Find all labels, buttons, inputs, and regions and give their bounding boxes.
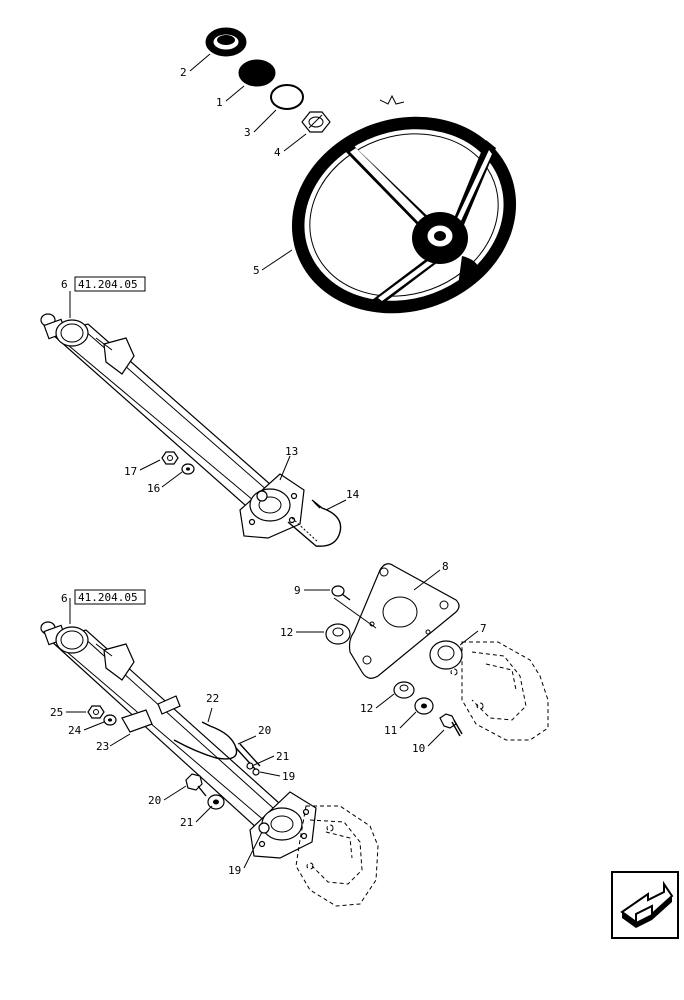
- reference-code-lower[interactable]: 41.204.05: [78, 591, 138, 604]
- callout-2: 2: [180, 66, 187, 79]
- callout-5: 5: [253, 264, 260, 277]
- bolt-10-part: [439, 713, 463, 737]
- spacer-12-lower: [393, 681, 415, 699]
- callout-9: 9: [294, 584, 301, 597]
- o-ring-part: [270, 84, 304, 110]
- callout-7: 7: [480, 622, 487, 635]
- callout-23: 23: [96, 740, 109, 753]
- callout-19-lower: 19: [228, 864, 241, 877]
- callout-25: 25: [50, 706, 63, 719]
- callout-3: 3: [244, 126, 251, 139]
- callout-19-upper: 19: [282, 770, 295, 783]
- callout-4: 4: [274, 146, 281, 159]
- callout-21-upper: 21: [276, 750, 289, 763]
- callout-12-lower: 12: [360, 702, 373, 715]
- nut-17-part: [161, 451, 179, 465]
- spacer-12-upper: [325, 623, 351, 645]
- reference-link-upper[interactable]: 41.204.05: [74, 276, 146, 292]
- washer-21-part: [207, 794, 225, 810]
- steering-column-lower: [40, 621, 317, 859]
- callout-20-upper: 20: [258, 724, 271, 737]
- callout-17: 17: [124, 465, 137, 478]
- callout-16: 16: [147, 482, 160, 495]
- steering-column-upper: [40, 313, 342, 547]
- callout-20-lower: 20: [148, 794, 161, 807]
- arrow-next-page-icon[interactable]: [611, 871, 679, 939]
- mounting-plate-part: [348, 563, 460, 679]
- callout-11: 11: [384, 724, 397, 737]
- bolt-9-part: [331, 585, 351, 601]
- leader-lines: [66, 53, 479, 869]
- nut-part: [301, 111, 331, 133]
- bushing-7-part: [429, 640, 463, 670]
- callout-6-upper: 6: [61, 278, 68, 291]
- callout-12-upper: 12: [280, 626, 293, 639]
- horn-cap-part: [205, 27, 247, 57]
- bolt-20-part: [185, 773, 207, 797]
- steering-unit-outline-upper: [450, 641, 549, 741]
- callout-22: 22: [206, 692, 219, 705]
- callout-21-lower: 21: [180, 816, 193, 829]
- nut-25-part: [87, 705, 105, 719]
- callout-24: 24: [68, 724, 82, 737]
- washer-16-part: [181, 463, 195, 475]
- washer-24-part: [103, 714, 117, 726]
- callout-10: 10: [412, 742, 425, 755]
- reference-code-upper[interactable]: 41.204.05: [78, 278, 138, 291]
- callout-1: 1: [216, 96, 223, 109]
- callout-13: 13: [285, 445, 298, 458]
- steering-wheel-part: [291, 94, 517, 314]
- callout-14: 14: [346, 488, 360, 501]
- steering-unit-outline-lower: [295, 805, 379, 907]
- horn-button-part: [238, 59, 276, 87]
- reference-link-lower[interactable]: 41.204.05: [74, 589, 146, 605]
- callout-8: 8: [442, 560, 449, 573]
- callout-6-lower: 6: [61, 592, 68, 605]
- washer-11-part: [414, 697, 434, 715]
- part-number-labels: 2 1 3 4 5 6 13 14 17 16 8 9 12 7 12 11 1…: [50, 66, 487, 877]
